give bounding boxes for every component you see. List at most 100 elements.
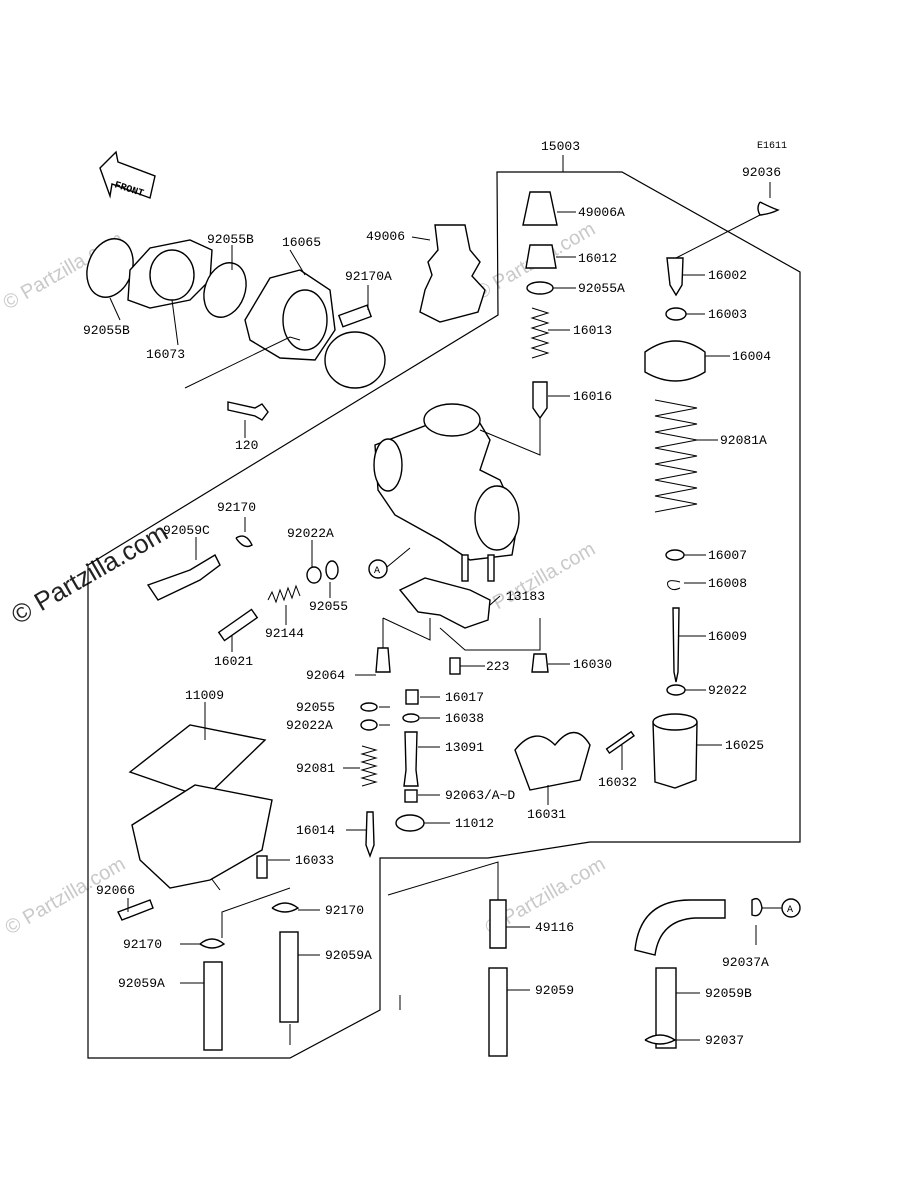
callout-a-right: A [781, 898, 801, 918]
bolt-120 [227, 401, 269, 421]
callout-a-left-leader [386, 547, 411, 568]
sub-bracket-float [289, 995, 401, 1045]
joint-49116 [489, 899, 507, 949]
label-92036: 92036 [742, 165, 781, 180]
label-16017: 16017 [445, 690, 484, 705]
label-16016: 16016 [573, 389, 612, 404]
o-ring-mid [203, 262, 247, 318]
label-16030: 16030 [573, 657, 612, 672]
label-92055A: 92055A [578, 281, 625, 296]
tube-92059 [488, 967, 508, 1057]
screw-223 [449, 657, 461, 675]
label-16031: 16031 [527, 807, 566, 822]
label-92059A-mid: 92059A [325, 948, 372, 963]
holder-16017 [405, 689, 419, 705]
label-223: 223 [486, 659, 509, 674]
spring-16013 [530, 307, 550, 359]
label-16012: 16012 [578, 251, 617, 266]
float-16031 [514, 731, 591, 791]
watermark-main: © Partzilla.com [6, 517, 173, 631]
clip-92170-low [199, 938, 226, 949]
label-92170-top: 92170 [217, 500, 256, 515]
choke-plunger-16021 [217, 608, 259, 642]
label-92055-mid: 92055 [309, 599, 348, 614]
carburetor-body [373, 403, 520, 582]
label-92170A: 92170A [345, 269, 392, 284]
label-92022A-top: 92022A [287, 526, 334, 541]
bowl-gasket [128, 724, 267, 799]
label-16032: 16032 [598, 775, 637, 790]
jet-needle-16009 [672, 607, 680, 683]
assembly-outline [87, 171, 801, 1059]
drain-screw-92066 [117, 899, 154, 921]
tube-92059A-low [203, 961, 223, 1051]
inlet-bore [373, 438, 403, 492]
intake-group [86, 224, 486, 421]
label-16073: 16073 [146, 347, 185, 362]
label-92059B: 92059B [705, 986, 752, 1001]
label-16003: 16003 [708, 307, 747, 322]
label-92055B-top: 92055B [207, 232, 254, 247]
label-92170-mid: 92170 [325, 903, 364, 918]
label-92144: 92144 [265, 626, 304, 641]
clamp-screw [337, 304, 373, 328]
label-92059: 92059 [535, 983, 574, 998]
cap-nut-16012 [525, 244, 557, 269]
tube-92059B [655, 967, 677, 1049]
needle-jet-13091 [403, 731, 419, 787]
float-pin-16032 [605, 730, 635, 755]
callout-a-left-letter: A [374, 566, 380, 577]
bowl-body [131, 784, 273, 889]
gasket-13183 [398, 577, 491, 629]
needle-16016 [532, 381, 548, 420]
part-labels: E1611 15003 92036 49006A 16012 92055A 16… [83, 139, 787, 1048]
washer-92022 [666, 684, 686, 696]
label-92059C: 92059C [163, 523, 210, 538]
label-16004: 16004 [732, 349, 771, 364]
washer-92022A-low [360, 719, 378, 731]
tube-92059C [146, 554, 221, 601]
clamp-band [324, 331, 386, 389]
label-92063: 92063/A~D [445, 788, 515, 803]
label-11012: 11012 [455, 816, 494, 831]
label-16014: 16014 [296, 823, 335, 838]
label-92022A-low: 92022A [286, 718, 333, 733]
adjuster-16002 [666, 257, 684, 297]
label-16007: 16007 [708, 548, 747, 563]
o-ring-16038 [402, 713, 420, 723]
spring-92081 [360, 745, 378, 787]
label-16025: 16025 [725, 738, 764, 753]
label-13183: 13183 [506, 589, 545, 604]
label-120: 120 [235, 438, 258, 453]
o-ring-92055-mid [325, 560, 339, 580]
washer-92022A-top [306, 566, 322, 584]
screw-16033 [256, 855, 268, 879]
label-49006: 49006 [366, 229, 405, 244]
label-92066: 92066 [96, 883, 135, 898]
label-16013: 16013 [573, 323, 612, 338]
clip-16008 [667, 580, 681, 591]
washer-16007 [665, 549, 685, 561]
main-jet-92063 [404, 789, 418, 803]
chain-92036 [757, 201, 780, 216]
label-92064: 92064 [306, 668, 345, 683]
label-92037: 92037 [705, 1033, 744, 1048]
pilot-jet-92064 [375, 647, 391, 673]
insulator-hole [149, 249, 195, 301]
clip-92037A [751, 897, 763, 917]
tube-92059A-mid [279, 931, 299, 1023]
label-92037A: 92037A [722, 955, 769, 970]
callout-a-right-letter: A [787, 905, 793, 916]
pilot-screw-16014 [365, 811, 375, 859]
diagram-code: E1611 [757, 141, 787, 152]
label-16002: 16002 [708, 268, 747, 283]
holder-leader [184, 336, 301, 389]
elbow-tube [634, 899, 726, 956]
clip-92170-mid [271, 902, 300, 913]
label-16065: 16065 [282, 235, 321, 250]
label-13091: 13091 [445, 740, 484, 755]
middle-parts [146, 535, 635, 879]
clip-92170-top [235, 535, 253, 548]
spring-92081A [654, 399, 698, 513]
